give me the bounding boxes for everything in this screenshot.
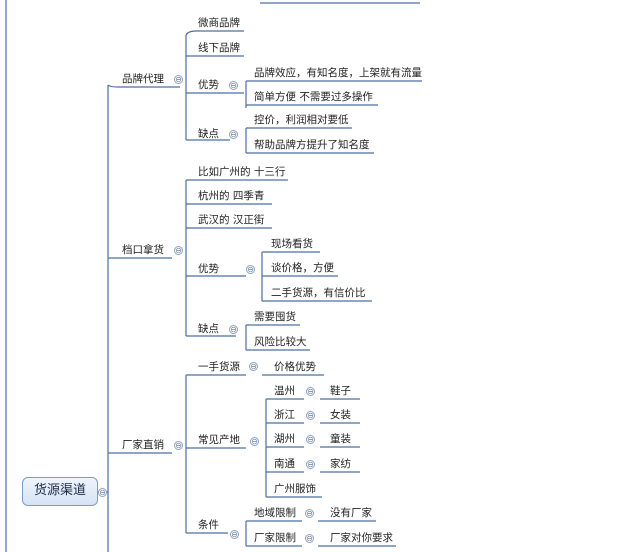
- node-condition[interactable]: 地域限制: [254, 507, 296, 519]
- node-product[interactable]: 鞋子: [330, 385, 351, 397]
- node-product[interactable]: 女装: [330, 409, 351, 421]
- node-condition[interactable]: 厂家限制: [254, 532, 296, 544]
- collapse-icon[interactable]: ⊖: [306, 411, 315, 420]
- node-item[interactable]: 厂家对你要求: [330, 532, 393, 544]
- node-advantage[interactable]: 优势: [198, 263, 219, 275]
- node-item[interactable]: 线下品牌: [198, 42, 240, 54]
- collapse-icon[interactable]: ⊖: [229, 130, 238, 139]
- collapse-icon[interactable]: ⊖: [174, 75, 183, 84]
- node-place[interactable]: 温州: [274, 385, 295, 397]
- branch-stall-pickup[interactable]: 档口拿货: [122, 244, 164, 256]
- node-item[interactable]: 品牌效应，有知名度，上架就有流量: [254, 67, 422, 79]
- collapse-icon[interactable]: ⊖: [250, 437, 259, 446]
- collapse-icon[interactable]: ⊖: [246, 265, 255, 274]
- node-conditions[interactable]: 条件: [198, 519, 219, 531]
- collapse-icon[interactable]: ⊖: [306, 435, 315, 444]
- node-place[interactable]: 湖州: [274, 433, 295, 445]
- node-first-hand[interactable]: 一手货源: [198, 361, 240, 373]
- node-item[interactable]: 控价，利润相对要低: [254, 114, 349, 126]
- collapse-icon[interactable]: ⊖: [305, 534, 314, 543]
- node-place[interactable]: 浙江: [274, 409, 295, 421]
- node-item[interactable]: 简单方便 不需要过多操作: [254, 91, 373, 103]
- node-disadvantage[interactable]: 缺点: [198, 323, 219, 335]
- collapse-icon[interactable]: ⊖: [229, 325, 238, 334]
- node-item[interactable]: 没有厂家: [330, 507, 372, 519]
- node-item[interactable]: 武汉的 汉正街: [198, 214, 265, 226]
- node-product[interactable]: 童装: [330, 433, 351, 445]
- collapse-icon[interactable]: ⊖: [229, 81, 238, 90]
- collapse-icon[interactable]: ⊖: [230, 530, 239, 539]
- node-item[interactable]: 杭州的 四季青: [198, 190, 265, 202]
- node-item[interactable]: 微商品牌: [198, 17, 240, 29]
- collapse-icon[interactable]: ⊖: [306, 387, 315, 396]
- node-place[interactable]: 南通: [274, 458, 295, 470]
- collapse-icon[interactable]: ⊖: [174, 441, 183, 450]
- node-disadvantage[interactable]: 缺点: [198, 128, 219, 140]
- node-item[interactable]: 比如广州的 十三行: [198, 166, 286, 178]
- collapse-icon[interactable]: ⊖: [249, 362, 258, 371]
- node-item[interactable]: 价格优势: [274, 361, 316, 373]
- collapse-icon[interactable]: ⊖: [98, 488, 107, 497]
- node-product[interactable]: 家纺: [330, 458, 351, 470]
- node-advantage[interactable]: 优势: [198, 79, 219, 91]
- branch-factory-direct[interactable]: 厂家直销: [122, 439, 164, 451]
- node-item[interactable]: 现场看货: [271, 238, 313, 250]
- node-item[interactable]: 需要囤货: [254, 311, 296, 323]
- collapse-icon[interactable]: ⊖: [306, 460, 315, 469]
- node-item[interactable]: 二手货源，有信价比: [271, 287, 366, 299]
- collapse-icon[interactable]: ⊖: [305, 509, 314, 518]
- node-origins[interactable]: 常见产地: [198, 434, 240, 446]
- root-node[interactable]: 货源渠道: [22, 477, 98, 506]
- node-item[interactable]: 帮助品牌方提升了知名度: [254, 139, 370, 151]
- node-place[interactable]: 广州服饰: [274, 483, 316, 495]
- node-item[interactable]: 谈价格，方便: [271, 262, 334, 274]
- branch-brand-agency[interactable]: 品牌代理: [122, 73, 164, 85]
- connector: [185, 30, 244, 36]
- node-item[interactable]: 风险比较大: [254, 336, 307, 348]
- connector: [107, 84, 180, 88]
- collapse-icon[interactable]: ⊖: [174, 246, 183, 255]
